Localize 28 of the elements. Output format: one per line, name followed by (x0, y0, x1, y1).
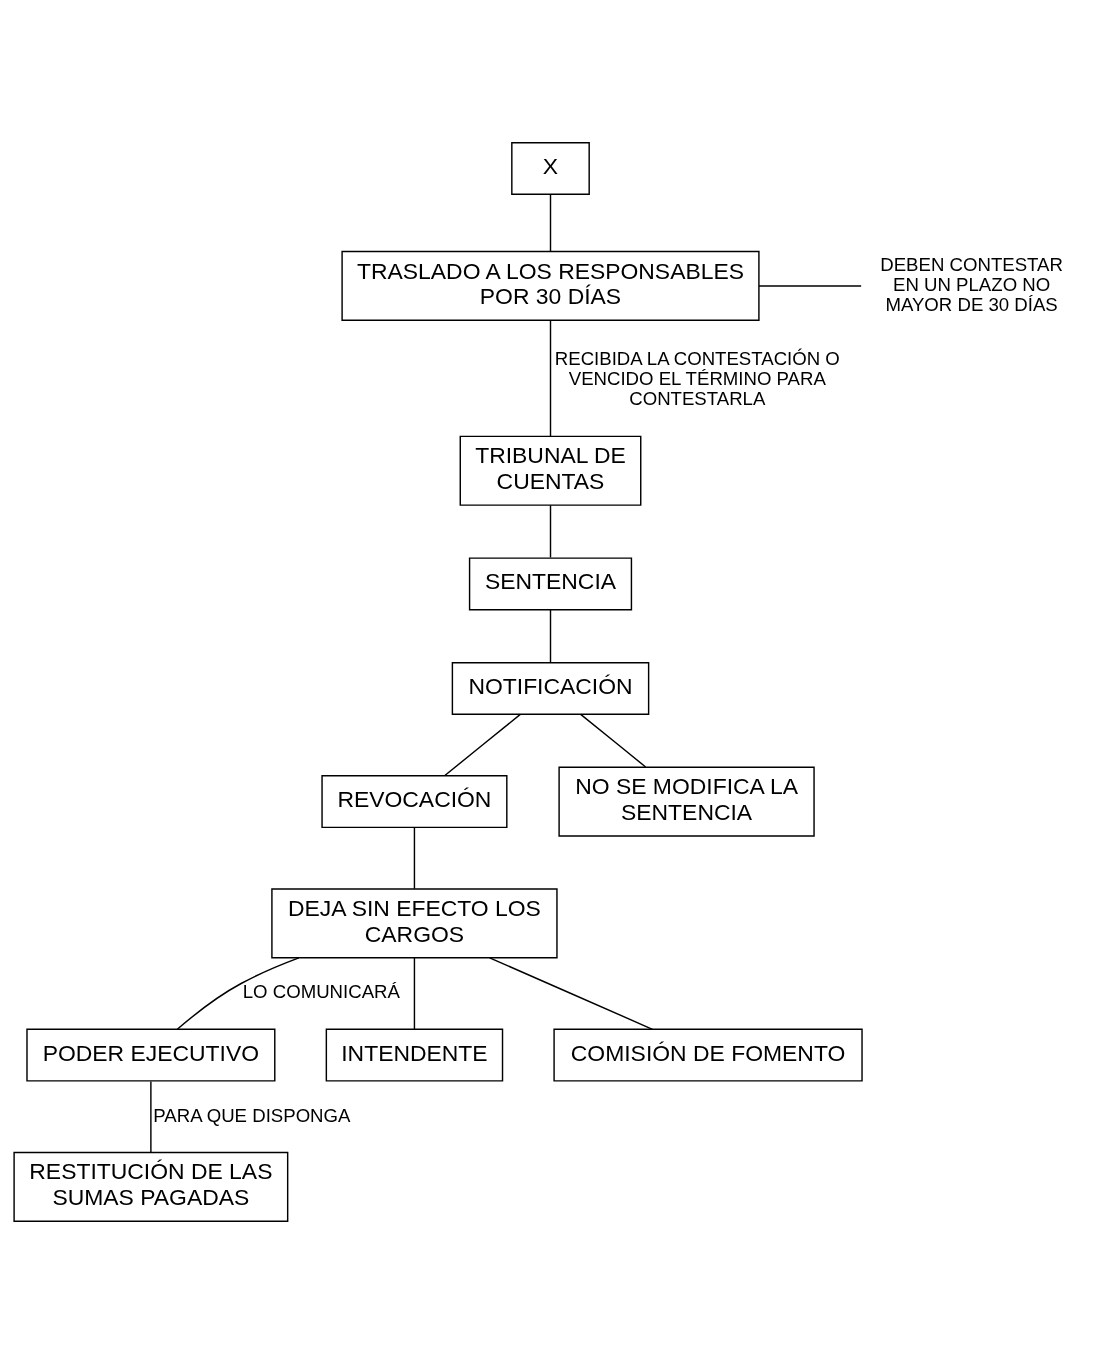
node-box: PODER EJECUTIVO (26, 1028, 276, 1082)
node-box: TRIBUNAL DE CUENTAS (459, 435, 642, 506)
node-box: TRASLADO A LOS RESPONSABLES POR 30 DÍAS (341, 250, 760, 322)
connector (758, 285, 862, 287)
connector (549, 320, 552, 437)
node-text: DEBEN CONTESTAR EN UN PLAZO NO MAYOR DE 30 DÍAS (880, 253, 1063, 315)
connector (176, 957, 300, 1031)
connector (549, 504, 552, 559)
connector (413, 826, 416, 890)
node-box: NO SE MODIFICA LA SENTENCIA (558, 766, 815, 837)
connector (150, 1080, 152, 1154)
connector (443, 713, 522, 777)
node-box: REVOCACIÓN (321, 775, 508, 829)
node-box: DEJA SIN EFECTO LOS CARGOS (271, 888, 558, 959)
connector (549, 609, 552, 664)
edge-label: PARA QUE DISPONGA (153, 1104, 351, 1126)
connector (549, 194, 552, 253)
node-box: NOTIFICACIÓN (451, 661, 650, 715)
node-box: COMISIÓN DE FOMENTO (553, 1028, 863, 1082)
connector (488, 957, 654, 1030)
edge-label: LO COMUNICARÁ (242, 981, 400, 1003)
node-box: X (511, 142, 590, 195)
node-box: SENTENCIA (468, 557, 633, 611)
node-box: RESTITUCIÓN DE LAS SUMAS PAGADAS (13, 1151, 289, 1222)
connector (580, 713, 647, 768)
node-box: INTENDENTE (325, 1028, 504, 1082)
connector (413, 957, 416, 1030)
edge-label: RECIBIDA LA CONTESTACIÓN O VENCIDO EL TÉRMINO PARA CONTESTARLA (554, 348, 840, 410)
